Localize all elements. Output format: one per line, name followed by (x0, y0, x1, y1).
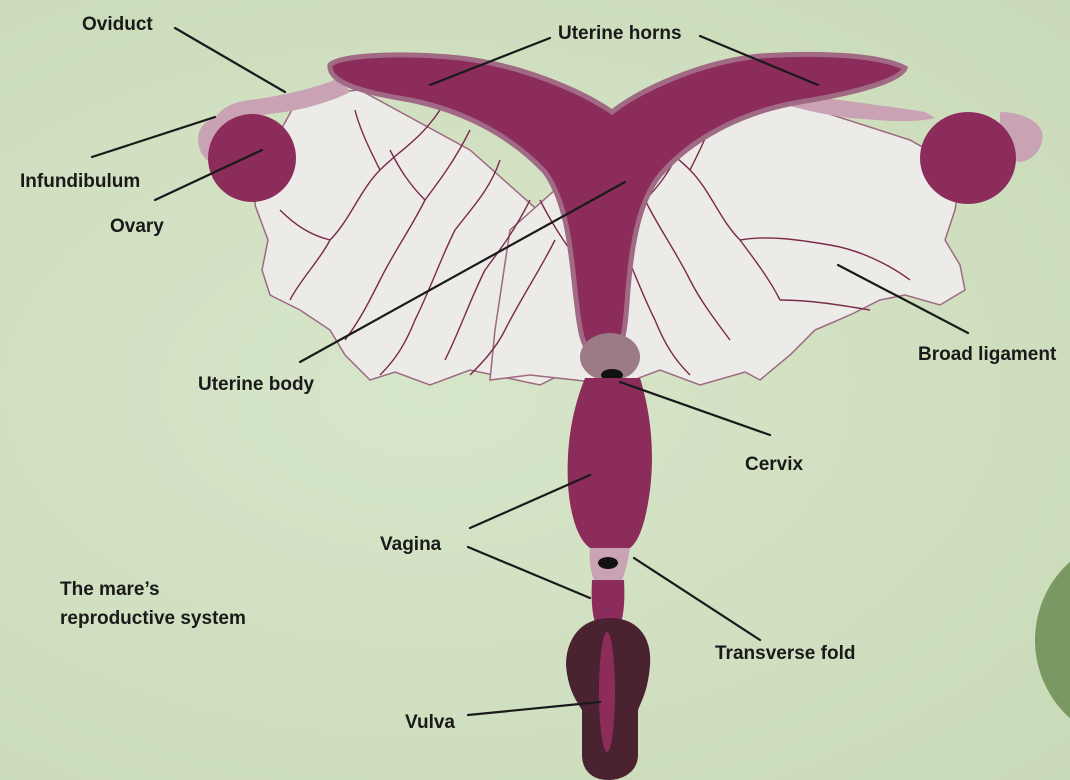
transverse-fold-os (598, 557, 618, 569)
accent-circle (1035, 535, 1070, 745)
ovary-left (208, 114, 296, 202)
ovary-right (920, 112, 1016, 204)
vagina (568, 378, 652, 548)
label-vulva: Vulva (405, 712, 455, 733)
label-cervix: Cervix (745, 454, 804, 475)
label-uterine-horns: Uterine horns (558, 23, 682, 44)
label-oviduct: Oviduct (82, 14, 153, 35)
leader-vagina-lower (468, 547, 590, 598)
leader-infundibulum (92, 117, 215, 157)
label-transverse-fold: Transverse fold (715, 643, 855, 664)
leader-vulva (468, 702, 600, 715)
leader-oviduct (175, 28, 285, 92)
label-uterine-body: Uterine body (198, 374, 315, 395)
caption-line-1: The mare’s (60, 579, 160, 600)
leader-transverse-fold (634, 558, 760, 640)
label-infundibulum: Infundibulum (20, 171, 140, 192)
caption-line-2: reproductive system (60, 608, 246, 629)
label-vagina: Vagina (380, 534, 442, 555)
label-broad-ligament: Broad ligament (918, 344, 1057, 365)
label-ovary: Ovary (110, 216, 164, 237)
vulva-labia (599, 632, 615, 752)
